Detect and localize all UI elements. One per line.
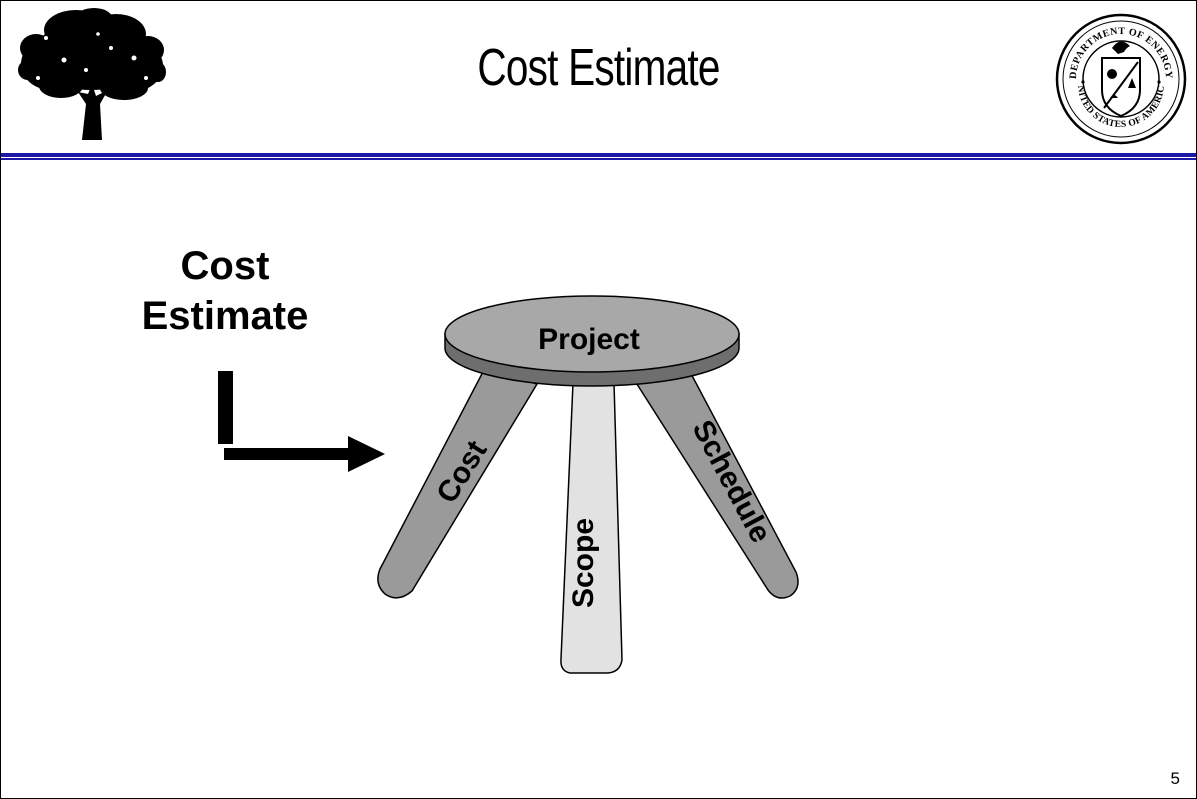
doe-seal-icon: DEPARTMENT OF ENERGY UNITED STATES OF AM… <box>1054 12 1187 145</box>
callout-arrow-shaft <box>224 448 352 460</box>
page-title: Cost Estimate <box>477 39 720 97</box>
leg-right <box>633 367 799 599</box>
cost-estimate-label: Cost Estimate <box>115 242 335 341</box>
header-rule <box>0 153 1197 157</box>
header-rule-thin <box>0 158 1197 160</box>
callout-arrow-stem <box>218 371 233 444</box>
page-number: 5 <box>1170 769 1180 788</box>
cost-estimate-label-text: Cost Estimate <box>141 244 309 338</box>
seat-label: Project <box>538 323 640 356</box>
tree-icon <box>18 8 166 140</box>
seat-top <box>444 295 740 373</box>
leg-middle <box>560 382 623 674</box>
leg-middle-label: Scope <box>567 518 600 608</box>
leg-left <box>377 367 539 599</box>
callout-arrow-head <box>348 436 385 472</box>
